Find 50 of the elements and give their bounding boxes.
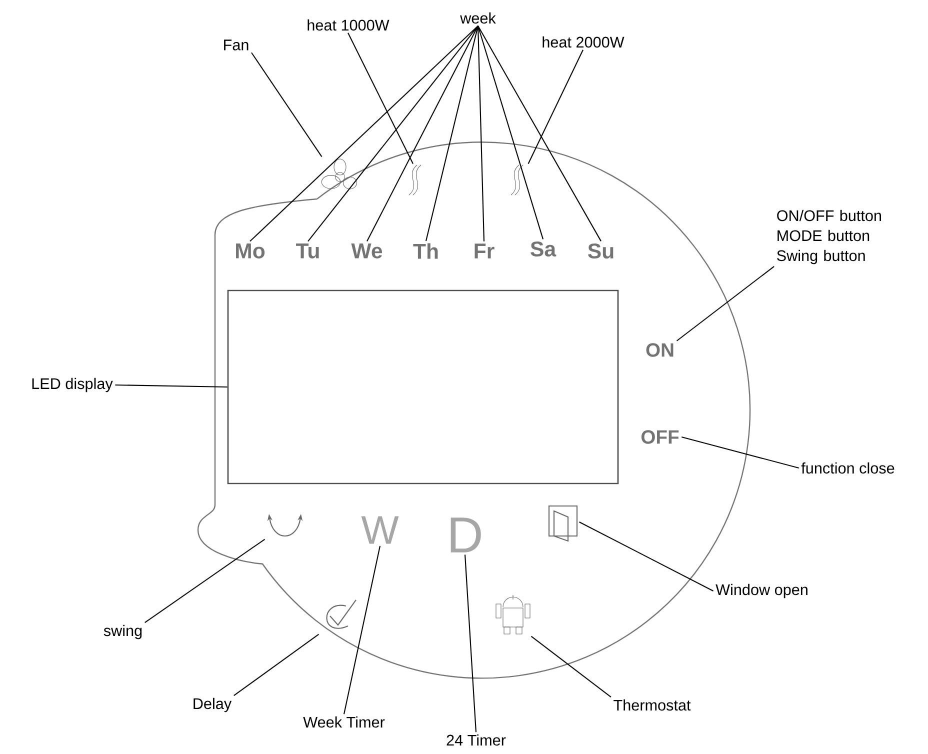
day-label: Su <box>588 243 614 259</box>
callout-label: Fan <box>224 40 248 50</box>
callout-label: Week Timer <box>303 716 385 728</box>
day-label: Th <box>413 243 438 259</box>
button-label: ON <box>646 343 674 357</box>
callout-label: Delay <box>194 698 232 712</box>
display-screen <box>227 290 619 484</box>
robot-icon <box>496 594 530 634</box>
callout-label: heat 1000W <box>308 19 390 31</box>
leader-line <box>477 26 485 242</box>
leader-line <box>250 26 478 242</box>
window-icon <box>548 505 578 542</box>
leader-line <box>478 26 544 240</box>
leader-line <box>348 32 414 164</box>
callout-label: Thermostat <box>614 699 691 711</box>
leader-line <box>234 634 320 696</box>
leader-line <box>464 554 477 732</box>
day-label: Fr <box>474 244 494 258</box>
leader-line <box>115 384 228 388</box>
mode-letter: W <box>361 516 399 544</box>
leader-line <box>425 26 479 242</box>
day-label: We <box>351 244 382 258</box>
heater-icon <box>510 164 524 196</box>
button-label: OFF <box>641 430 679 444</box>
leader-line <box>530 636 612 698</box>
callout-label: Window open <box>716 584 808 598</box>
leader-line <box>528 50 584 164</box>
heater-icon <box>408 164 422 196</box>
leader-line <box>478 26 602 242</box>
leader-line <box>343 546 381 714</box>
callout-label: function close <box>801 462 894 474</box>
day-label: Sa <box>530 241 556 257</box>
callout-label: 24 Timer <box>446 734 506 746</box>
checkmark-icon <box>326 600 356 629</box>
leader-line <box>681 436 799 469</box>
leader-line <box>251 52 322 158</box>
callout-label: week <box>460 12 496 24</box>
callout-label: LED display <box>32 378 113 392</box>
leader-line <box>366 26 478 242</box>
fan-icon <box>321 158 357 190</box>
leader-line <box>308 26 478 242</box>
leader-line <box>579 522 714 592</box>
leader-line <box>144 538 266 624</box>
callout-label: heat 2000W <box>542 36 624 48</box>
callout-label: swing <box>104 624 142 640</box>
mode-letter: D <box>450 518 481 552</box>
day-label: Mo <box>236 244 265 258</box>
callout-label: ON/OFF button MODE button Swing button <box>777 210 881 264</box>
leader-line <box>676 266 774 342</box>
day-label: Tu <box>296 244 319 258</box>
